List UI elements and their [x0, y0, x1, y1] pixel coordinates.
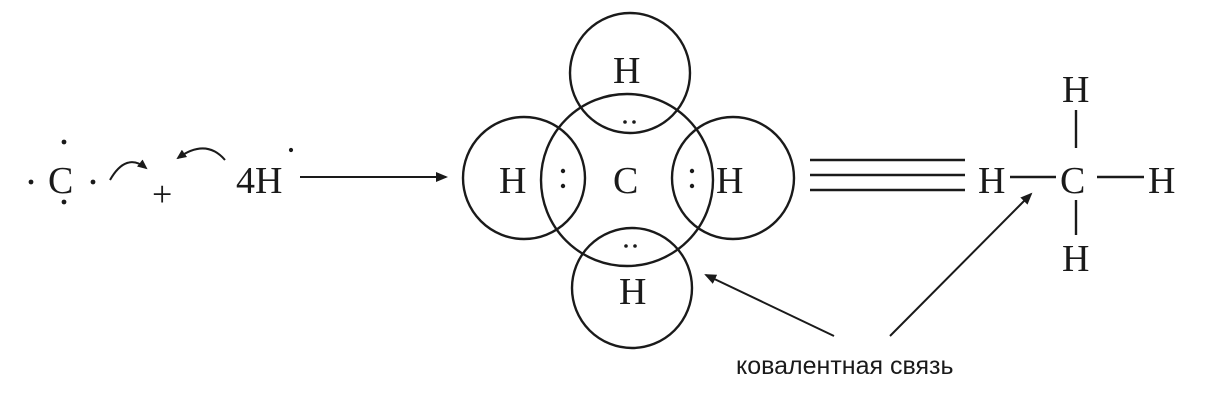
equivalence-sign	[810, 158, 965, 192]
hydrogen-atoms-symbol: 4H	[236, 160, 282, 202]
lewis-bottom-hydrogen: H	[619, 271, 646, 313]
structural-carbon: C	[1060, 160, 1085, 202]
orbital-bottom-hydrogen	[570, 226, 694, 350]
electron-pair-bottom-a	[624, 244, 628, 248]
orbital-carbon	[539, 92, 715, 268]
electron-pair-top-b	[632, 120, 636, 124]
orbital-right-hydrogen	[670, 115, 796, 241]
carbon-electron-dot-right	[90, 179, 96, 185]
orbital-diagram: H H H H C	[461, 11, 796, 350]
electron-pair-right-a	[689, 168, 695, 174]
structural-top-hydrogen: H	[1062, 69, 1089, 111]
structural-right-hydrogen: H	[1148, 160, 1175, 202]
lewis-right-hydrogen: H	[716, 160, 743, 202]
lewis-carbon: C	[613, 160, 638, 202]
electron-pair-top-a	[623, 120, 627, 124]
covalent-bond-pointer-right	[889, 192, 1033, 337]
lewis-top-hydrogen: H	[613, 50, 640, 92]
curved-arrow-hydrogen	[176, 147, 226, 161]
carbon-atom-symbol: C	[48, 160, 73, 202]
lewis-left-hydrogen: H	[499, 160, 526, 202]
electron-pair-left-b	[560, 183, 566, 189]
reactants: C + 4H	[28, 139, 294, 214]
orbital-top-hydrogen	[568, 11, 692, 135]
plus-sign: +	[152, 174, 172, 214]
hydrogen-electron-dot	[288, 147, 294, 153]
carbon-electron-dot-left	[28, 179, 34, 185]
covalent-bond-pointer-left	[704, 274, 835, 337]
electron-pair-bottom-b	[633, 244, 637, 248]
carbon-electron-dot-top	[61, 139, 67, 145]
structural-left-hydrogen: H	[978, 160, 1005, 202]
covalent-bond-caption: ковалентная связь	[736, 352, 954, 380]
structural-bottom-hydrogen: H	[1062, 238, 1089, 280]
electron-pair-right-b	[689, 183, 695, 189]
curved-arrow-carbon	[109, 159, 148, 181]
orbital-left-hydrogen	[461, 115, 587, 241]
structural-formula: H H C H H	[978, 69, 1175, 280]
carbon-electron-dot-bottom	[61, 199, 67, 205]
electron-pair-left-a	[560, 168, 566, 174]
